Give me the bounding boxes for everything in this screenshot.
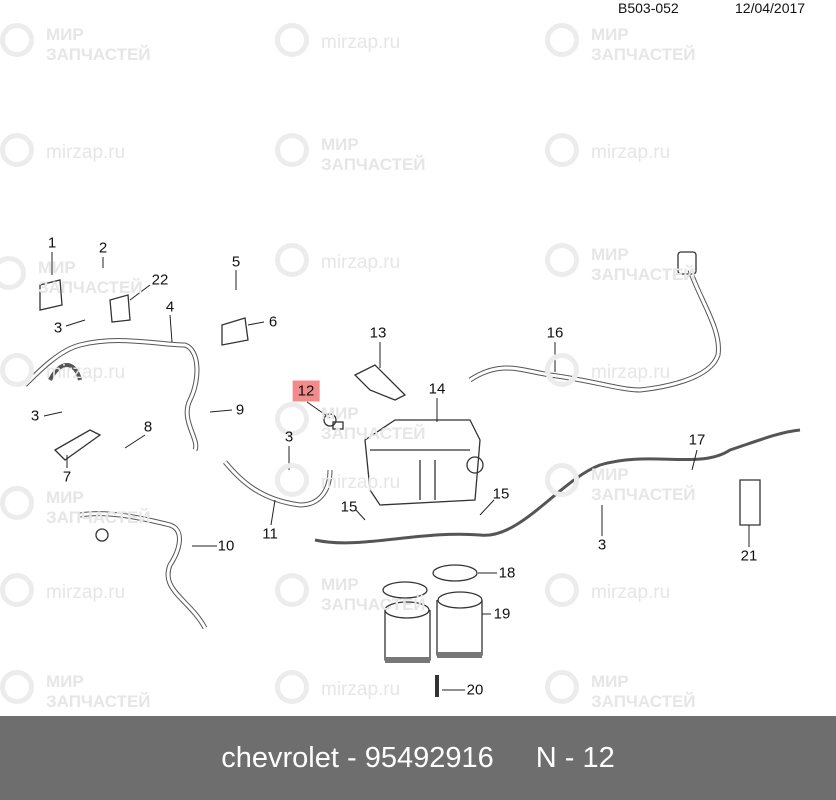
callout-9[interactable]: 9 [235,401,245,419]
callout-16[interactable]: 16 [546,324,564,342]
callout-14[interactable]: 14 [428,380,446,398]
callout-13[interactable]: 13 [369,324,387,342]
filter-element-19 [384,591,483,663]
clip-22 [109,294,131,323]
callout-3[interactable]: 3 [53,319,63,337]
callout-15[interactable]: 15 [340,498,358,516]
callout-3[interactable]: 3 [597,536,607,554]
hose-4 [23,338,200,452]
part-footer: chevrolet - 95492916 N - 12 [0,716,836,800]
callout-2[interactable]: 2 [98,239,108,257]
callout-17[interactable]: 17 [688,431,706,449]
callout-7[interactable]: 7 [62,468,72,486]
callout-18[interactable]: 18 [498,564,516,582]
diagram-code: B503-052 [618,0,679,16]
parts-diagram [23,251,801,697]
callout-3[interactable]: 3 [284,428,294,446]
callout-15[interactable]: 15 [492,485,510,503]
callout-21[interactable]: 21 [740,547,758,565]
callout-12[interactable]: 12 [292,380,320,402]
callout-4[interactable]: 4 [165,298,175,316]
callout-19[interactable]: 19 [493,605,511,623]
line-17 [314,428,801,545]
part-number: chevrolet - 95492916 [221,741,494,774]
callout-1[interactable]: 1 [47,234,57,252]
o-ring-18 [382,581,428,599]
bracket-6 [221,317,249,346]
diagram-date: 12/04/2017 [735,0,806,16]
callout-5[interactable]: 5 [231,253,241,271]
callout-3[interactable]: 3 [30,407,40,425]
reference-number: N - 12 [535,741,615,774]
connector-21 [739,479,761,526]
callout-8[interactable]: 8 [143,418,153,436]
fuel-filter-housing-14 [364,419,484,506]
bracket-7 [53,429,102,461]
callout-22[interactable]: 22 [151,271,169,289]
callout-11[interactable]: 11 [262,525,278,543]
callout-6[interactable]: 6 [268,313,278,331]
pressure-sensor-12 [323,413,344,430]
hose-10 [79,511,208,630]
hose-16 [468,269,721,393]
bracket-1 [39,279,63,311]
callout-10[interactable]: 10 [217,537,235,555]
sensor-13 [353,364,407,401]
callout-20[interactable]: 20 [466,681,484,699]
